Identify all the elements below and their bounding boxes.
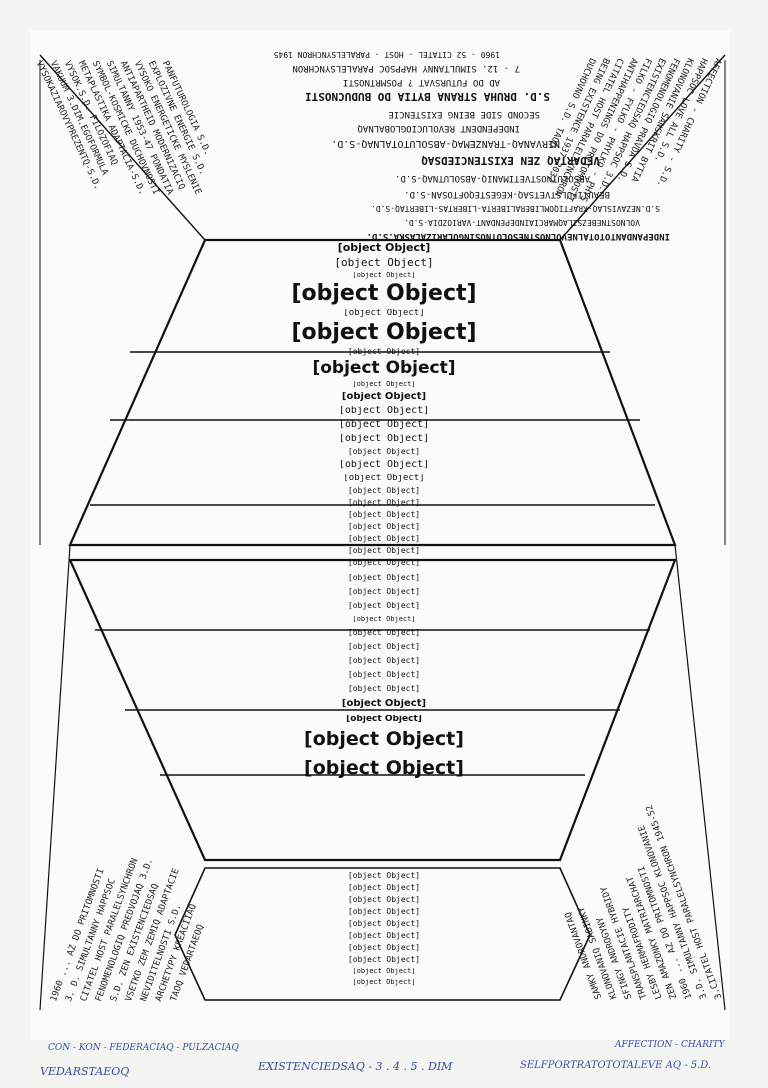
manifest-line: [object Object] [347, 932, 421, 940]
manifest-line: [object Object] [347, 908, 421, 916]
manifest-line: [object Object] [347, 559, 421, 567]
manifest-line: [object Object] [338, 406, 430, 416]
manifest-line: [object Object] [343, 309, 425, 318]
manifest-line: [object Object] [347, 574, 421, 582]
manifest-line: [object Object] [304, 730, 464, 749]
top-right-diagonal [559, 54, 726, 241]
manifest-line: [object Object] [347, 944, 421, 952]
top-inverted-line: 1960 - 52 CITATEL - HOST - PARALELSYNCHR… [273, 50, 500, 59]
top-inverted-line: VOLNOSTNEBEZSILAQMARCIAINDEPENDANT-VARIO… [403, 218, 640, 227]
manifest-line: [object Object] [346, 715, 422, 724]
manifest-line: [object Object] [341, 392, 427, 402]
manifest-line: [object Object] [334, 257, 434, 268]
bottom-trapezoid [174, 867, 591, 1001]
footer-right: SELFPORTRATOTOTALEVE AQ - 5.D. [520, 1060, 712, 1071]
manifest-line: [object Object] [347, 487, 421, 495]
manifest-line: [object Object] [312, 360, 456, 377]
top-inverted-line: 7 - 12. SIMULTANNY HAPPSOC PARALELSYNCHR… [292, 63, 520, 73]
manifest-line: [object Object] [347, 535, 421, 543]
middle-text-block: [object Object] [object Object] [object Ob… [0, 572, 768, 862]
manifest-line: [object Object] [338, 420, 430, 430]
top-inverted-line: SECOND SIDE BEING EXISTENCIE [388, 109, 540, 119]
manifest-line: [object Object] [347, 956, 421, 964]
top-inverted-line: AD DO FUTURSVAT ? POSMRTNOSTI [342, 77, 500, 87]
right-diagonal-lower [674, 544, 726, 1011]
footer-center: EXISTENCIEDSAQ - 3 . 4 . 5 . DIM [258, 1060, 453, 1073]
footer-left-top: CON - KON - FEDERACIAQ - PULZACIAQ [48, 1043, 239, 1053]
manifest-line: [object Object] [347, 448, 421, 456]
manifest-line: [object Object] [347, 643, 421, 651]
top-inverted-line: NIRVANAQ-TRANZEMAQ-ABSOLUTOTALNAQ-S.D. [331, 138, 560, 149]
left-diagonal-lower [39, 544, 71, 1011]
manifest-line: [object Object] [347, 920, 421, 928]
top-inverted-line: INDEPENDENT REVOLUCIOGLOBALNAQ [357, 123, 520, 133]
manifest-line: [object Object] [347, 629, 421, 637]
footer-right-top: AFFECTION - CHARITY [615, 1040, 725, 1050]
manifest-line: [object Object] [352, 979, 416, 986]
manifest-line: [object Object] [338, 434, 430, 444]
manifest-line: [object Object] [352, 616, 416, 623]
manifest-line: [object Object] [347, 671, 421, 679]
manifest-line: [object Object] [343, 474, 425, 483]
lower-text-block: [object Object] [object Object] [object Ob… [0, 872, 768, 1000]
manifest-line: [object Object] [337, 242, 431, 253]
paper-sheet [30, 30, 730, 1040]
manifest-line: [object Object] [304, 759, 464, 778]
manifest-line: [object Object] [291, 283, 477, 305]
top-inverted-line: INDEPANDANTOTOTALNEVOLNOSTNESOLUTNOSINGU… [366, 231, 670, 241]
manifest-line: [object Object] [347, 588, 421, 596]
top-left-diagonal [39, 54, 206, 241]
manifest-line: [object Object] [347, 872, 421, 880]
manifest-line: [object Object] [347, 499, 421, 507]
footer-left: VEDARSTAEOQ [40, 1065, 130, 1078]
main-text-block: [object Object] [object Object] [object Ob… [0, 240, 768, 567]
lower-trapezoid [68, 558, 677, 862]
manifest-line: [object Object] [347, 884, 421, 892]
manifest-line: [object Object] [291, 322, 477, 344]
manifest-line: [object Object] [347, 348, 421, 356]
manifest-line: [object Object] [347, 547, 421, 555]
manifest-line: [object Object] [352, 968, 416, 975]
manifest-line: [object Object] [338, 460, 430, 470]
top-inverted-line: S.D. DRUHA STRANA BYTIA DO BUDUCNOSTI [304, 90, 550, 103]
manifest-line: [object Object] [347, 602, 421, 610]
top-inverted-line: S.D.NEZAVISLAQ-KRAFTIQOMLIBERALIBERTA-LI… [371, 204, 660, 213]
manifest-line: [object Object] [341, 699, 427, 709]
manifest-line: [object Object] [347, 896, 421, 904]
manifest-line: [object Object] [347, 523, 421, 531]
manifest-line: [object Object] [352, 381, 416, 388]
manifest-line: [object Object] [347, 685, 421, 693]
manifest-line: [object Object] [352, 272, 416, 279]
manifest-line: [object Object] [347, 511, 421, 519]
manifest-line: [object Object] [347, 657, 421, 665]
